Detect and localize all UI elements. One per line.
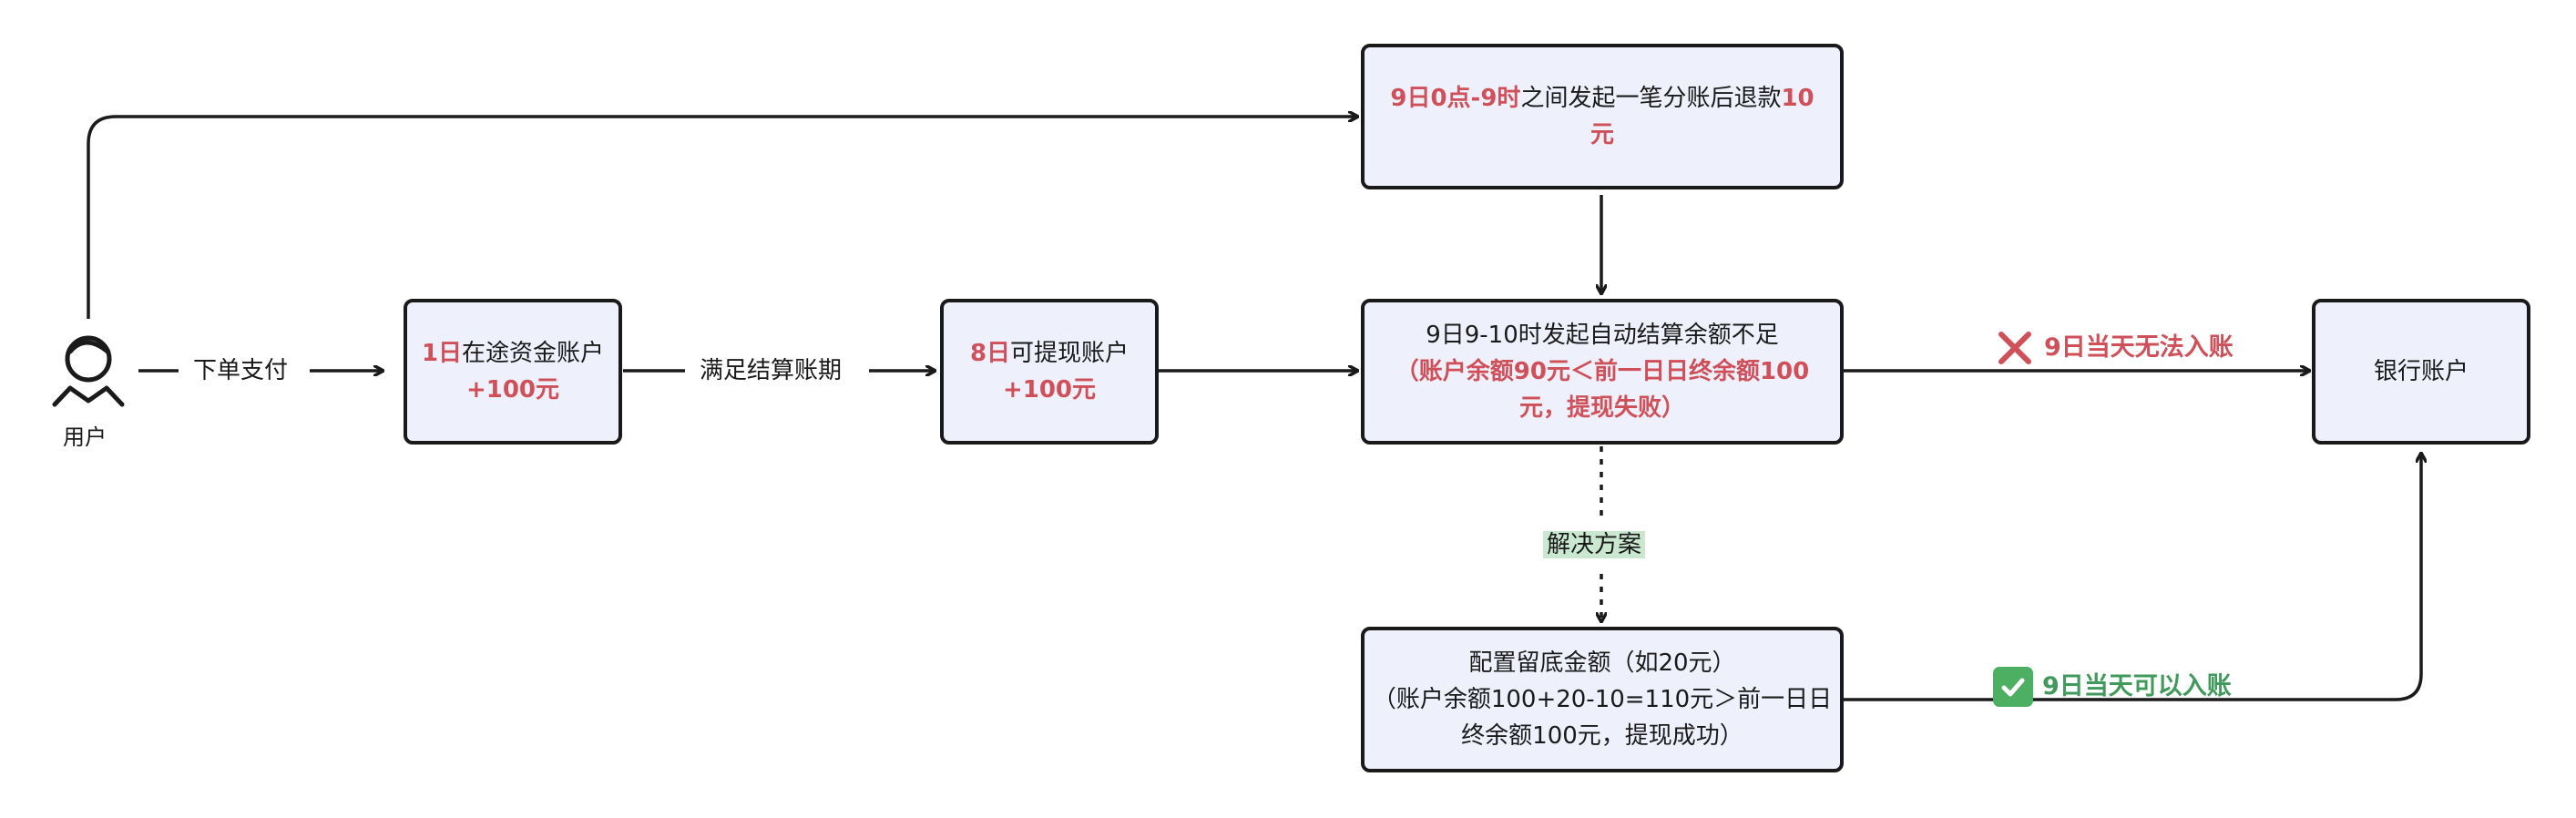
node-refund: 9日0点-9时之间发起一笔分账后退款10 元 (1361, 44, 1844, 189)
node-reserve: 配置留底金额（如20元） （账户余额100+20-10=110元＞前一日日 终余… (1361, 627, 1844, 772)
auto-settle-line3: 元，提现失败） (1518, 394, 1685, 422)
node-in-transit-account: 1日在途资金账户 +100元 (404, 299, 622, 445)
cross-icon (1995, 328, 2035, 368)
refund-time: 9日0点-9时 (1390, 85, 1521, 112)
edge-user-to-refund (87, 117, 1357, 319)
withdrawable-amount: +100元 (1002, 376, 1097, 404)
node-auto-settle: 9日9-10时发起自动结算余额不足 （账户余额90元＜前一日日终余额100 元，… (1361, 299, 1844, 445)
auto-settle-line2: （账户余额90元＜前一日日终余额100 (1395, 358, 1810, 385)
node-bank-account: 银行账户 (2312, 299, 2530, 445)
auto-settle-line1: 9日9-10时发起自动结算余额不足 (1426, 322, 1779, 349)
refund-text: 之间发起一笔分账后退款 (1520, 85, 1782, 112)
bank-text: 银行账户 (2373, 358, 2469, 385)
refund-amount: 10 (1781, 85, 1814, 112)
withdrawable-date: 8日 (969, 340, 1011, 367)
in-transit-date: 1日 (421, 340, 463, 367)
solution-label: 解决方案 (1543, 531, 1646, 558)
status-success-text: 9日当天可以入账 (2042, 672, 2232, 700)
user-label: 用户 (63, 424, 107, 450)
in-transit-text: 在途资金账户 (462, 340, 605, 367)
edge-reserve-to-bank (1844, 454, 2421, 701)
reserve-line1: 配置留底金额（如20元） (1468, 649, 1736, 677)
edge-label-pay: 下单支付 (188, 354, 294, 387)
refund-unit: 元 (1590, 121, 1614, 148)
in-transit-amount: +100元 (465, 376, 560, 404)
check-icon (1993, 667, 2033, 707)
edge-label-solution: 解决方案 (1543, 528, 1646, 561)
user-icon (52, 335, 125, 407)
node-withdrawable-account: 8日可提现账户 +100元 (940, 299, 1159, 445)
reserve-line3: 终余额100元，提现成功） (1461, 722, 1743, 750)
reserve-line2: （账户余额100+20-10=110元＞前一日日 (1372, 686, 1833, 713)
status-success: 9日当天可以入账 (1993, 667, 2232, 707)
status-fail: 9日当天无法入账 (1995, 328, 2234, 368)
withdrawable-text: 可提现账户 (1010, 340, 1130, 367)
edge-label-settle: 满足结算账期 (694, 354, 848, 387)
status-fail-text: 9日当天无法入账 (2044, 333, 2234, 362)
